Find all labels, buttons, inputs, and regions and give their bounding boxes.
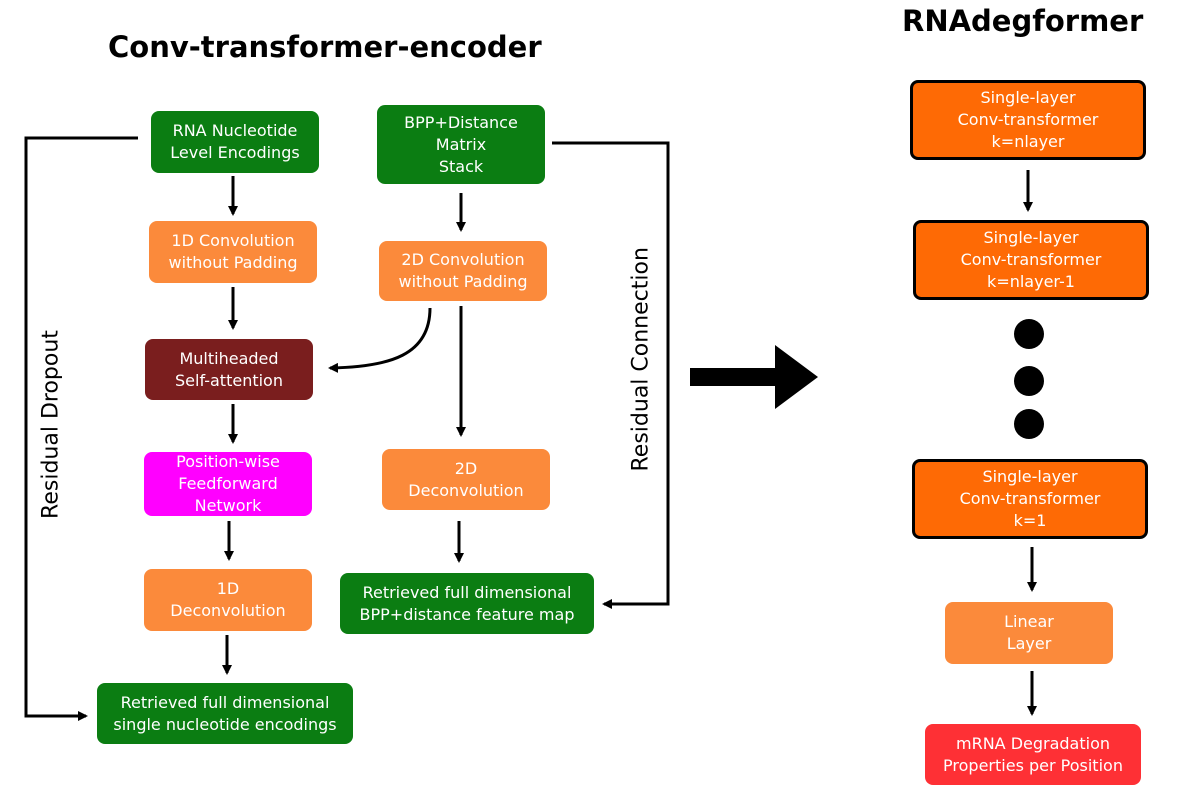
right-title: RNAdegformer bbox=[902, 4, 1144, 38]
linear-layer-node: Linear Layer bbox=[945, 602, 1113, 664]
layer-1-node: Single-layer Conv-transformer k=1 bbox=[912, 459, 1148, 539]
nuc-retrieved-node: Retrieved full dimensional single nucleo… bbox=[97, 683, 353, 744]
big-flow-arrow bbox=[690, 345, 818, 409]
bpp-stack-node: BPP+Distance Matrix Stack bbox=[377, 105, 545, 184]
output-node: mRNA Degradation Properties per Position bbox=[925, 724, 1141, 785]
ellipsis-dot-1 bbox=[1014, 319, 1044, 349]
conv2d-node: 2D Convolution without Padding bbox=[379, 241, 547, 301]
layer-n1-node: Single-layer Conv-transformer k=nlayer-1 bbox=[913, 220, 1149, 300]
ellipsis-dot-3 bbox=[1014, 409, 1044, 439]
ellipsis-dot-2 bbox=[1014, 366, 1044, 396]
residual-dropout-path bbox=[24, 136, 138, 721]
feedforward-node: Position-wise Feedforward Network bbox=[144, 452, 312, 516]
residual-connection-path bbox=[552, 141, 670, 609]
layer-n-node: Single-layer Conv-transformer k=nlayer bbox=[910, 80, 1146, 160]
left-title: Conv-transformer-encoder bbox=[108, 30, 542, 64]
arrow-conv2d-to-attention bbox=[328, 307, 432, 373]
conv1d-node: 1D Convolution without Padding bbox=[149, 221, 317, 283]
deconv1d-node: 1D Deconvolution bbox=[144, 569, 312, 631]
attention-node: Multiheaded Self-attention bbox=[145, 339, 313, 400]
deconv2d-node: 2D Deconvolution bbox=[382, 449, 550, 510]
rna-encodings-node: RNA Nucleotide Level Encodings bbox=[151, 111, 319, 173]
bpp-retrieved-node: Retrieved full dimensional BPP+distance … bbox=[340, 573, 594, 634]
